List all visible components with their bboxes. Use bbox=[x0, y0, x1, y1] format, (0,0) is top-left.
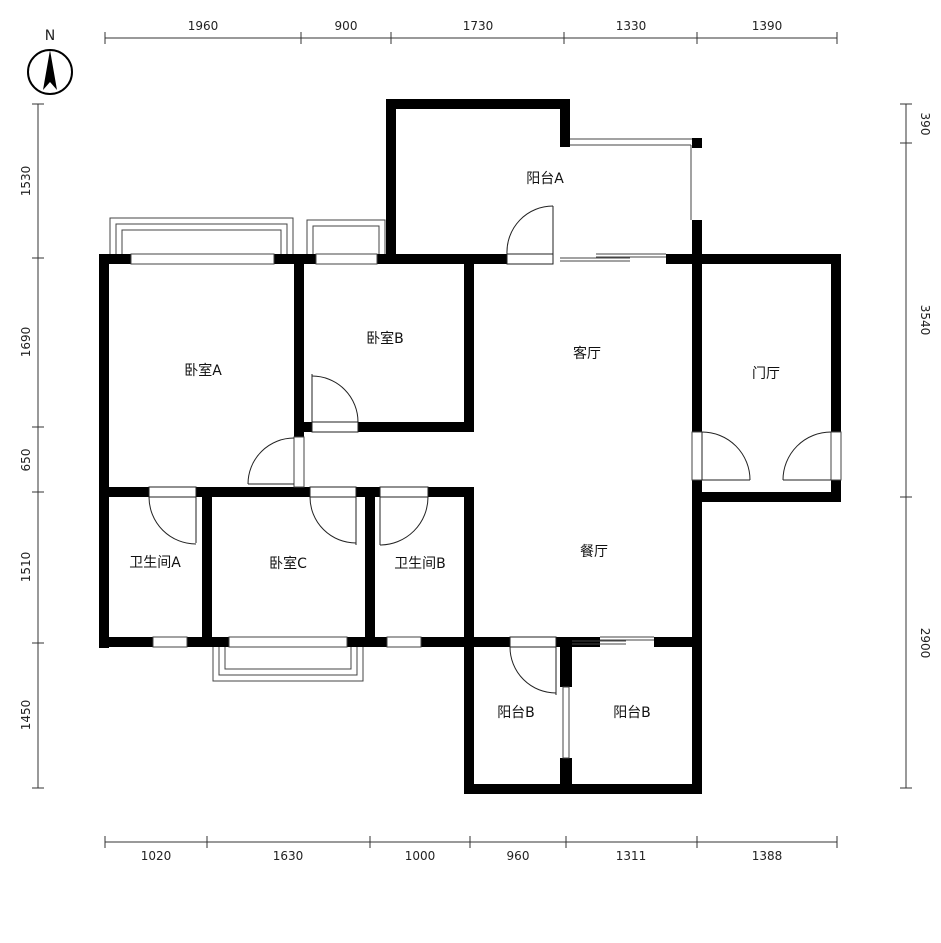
dim-bottom-2: 1630 bbox=[273, 849, 304, 863]
dim-top-4: 1330 bbox=[616, 19, 647, 33]
dim-left-3: 650 bbox=[19, 449, 33, 472]
room-label-balcony-b-left: 阳台B bbox=[497, 705, 535, 721]
dim-top-1: 1960 bbox=[188, 19, 219, 33]
dimension-right bbox=[900, 103, 912, 789]
dimension-left bbox=[32, 103, 44, 789]
dimension-top bbox=[104, 32, 838, 44]
dim-bottom-5: 1311 bbox=[616, 849, 647, 863]
bay-window-bedroom-c bbox=[212, 644, 364, 682]
door-swings bbox=[148, 205, 832, 695]
wall-windows bbox=[130, 253, 842, 759]
dim-left-4: 1510 bbox=[19, 552, 33, 583]
sliding-door-living bbox=[560, 253, 666, 262]
dim-right-1: 390 bbox=[918, 113, 932, 136]
bay-window-bedroom-a bbox=[109, 217, 294, 261]
room-label-bathroom-a: 卫生间A bbox=[129, 555, 181, 571]
walls bbox=[99, 99, 841, 794]
dim-top-2: 900 bbox=[335, 19, 358, 33]
dim-right-2: 3540 bbox=[918, 305, 932, 336]
dim-top-3: 1730 bbox=[463, 19, 494, 33]
dim-left-1: 1530 bbox=[19, 166, 33, 197]
room-label-foyer: 门厅 bbox=[752, 366, 780, 382]
dim-left-5: 1450 bbox=[19, 700, 33, 731]
balcony-a-window bbox=[570, 138, 697, 220]
room-label-balcony-b-right: 阳台B bbox=[613, 705, 651, 721]
dim-top-5: 1390 bbox=[752, 19, 783, 33]
dim-right-3: 2900 bbox=[918, 628, 932, 659]
dim-bottom-1: 1020 bbox=[141, 849, 172, 863]
dimension-bottom bbox=[104, 836, 838, 848]
room-label-dining-room: 餐厅 bbox=[580, 544, 608, 560]
north-arrow-icon: N bbox=[27, 28, 73, 95]
sliding-door-dining bbox=[572, 636, 654, 645]
room-label-living-room: 客厅 bbox=[573, 345, 601, 362]
room-label-bedroom-c: 卧室C bbox=[269, 555, 307, 572]
dim-bottom-4: 960 bbox=[507, 849, 530, 863]
compass-label: N bbox=[45, 28, 55, 44]
dim-left-2: 1690 bbox=[19, 327, 33, 358]
room-label-bedroom-b: 卧室B bbox=[366, 330, 404, 347]
dim-bottom-6: 1388 bbox=[752, 849, 783, 863]
room-label-balcony-a: 阳台A bbox=[526, 171, 564, 187]
dim-bottom-3: 1000 bbox=[405, 849, 436, 863]
room-label-bedroom-a: 卧室A bbox=[184, 362, 222, 379]
room-label-bathroom-b: 卫生间B bbox=[394, 556, 446, 572]
